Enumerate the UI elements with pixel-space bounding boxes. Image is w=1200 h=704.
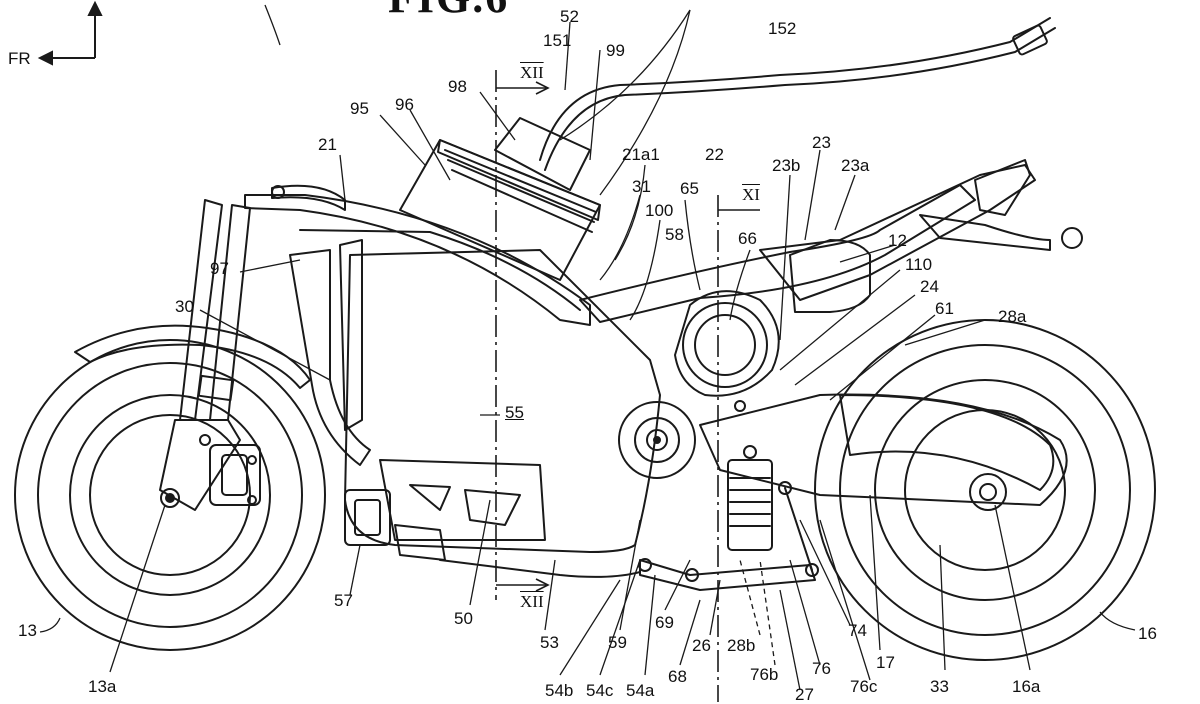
ref-label-28a: 28a — [998, 307, 1027, 326]
lower-cable — [439, 559, 641, 578]
ref-label-76c: 76c — [850, 677, 878, 696]
section-line-xi — [717, 195, 760, 702]
ref-label-151: 151 — [543, 31, 572, 50]
ref-label-55: 55 — [505, 403, 524, 422]
handlebar — [271, 184, 346, 211]
section-label-xii-top: XII — [520, 63, 544, 82]
ref-label-57: 57 — [334, 591, 353, 610]
ref-label-54c: 54c — [586, 681, 614, 700]
ref-label-99: 99 — [606, 41, 625, 60]
ref-label-50: 50 — [454, 609, 473, 628]
ref-label-22: 22 — [705, 145, 724, 164]
ref-label-27: 27 — [795, 685, 814, 704]
ref-label-13a: 13a — [88, 677, 117, 696]
brake-caliper — [209, 444, 261, 506]
ref-label-100: 100 — [645, 201, 674, 220]
belt-cover — [839, 394, 1055, 491]
direction-arrow — [37, 0, 103, 66]
ref-label-76: 76 — [812, 659, 831, 678]
ref-label-65: 65 — [680, 179, 699, 198]
ref-label-21: 21 — [318, 135, 337, 154]
ref-label-66: 66 — [738, 229, 757, 248]
ref-label-98: 98 — [448, 77, 467, 96]
ref-label-17: 17 — [876, 653, 895, 672]
ref-label-95: 95 — [350, 99, 369, 118]
ref-label-74: 74 — [848, 621, 867, 640]
front-fender — [74, 324, 311, 389]
ref-label-96: 96 — [395, 95, 414, 114]
ref-label-52: 52 — [560, 7, 579, 26]
battery-top-module — [399, 117, 601, 281]
ref-label-13: 13 — [18, 621, 37, 640]
ref-label-68: 68 — [668, 667, 687, 686]
ref-label-16a: 16a — [1012, 677, 1041, 696]
ref-label-26: 26 — [692, 636, 711, 655]
section-label-xii-bottom: XII — [520, 592, 544, 611]
front-wheel — [14, 339, 326, 651]
front-direction-label: FR — [8, 49, 31, 68]
section-label-xi-top: XI — [742, 185, 760, 204]
section-line-xii — [495, 70, 550, 600]
suspension-linkage — [638, 481, 819, 591]
ref-label-33: 33 — [930, 677, 949, 696]
ref-label-21a1: 21a1 — [622, 145, 660, 164]
ref-label-54b: 54b — [545, 681, 574, 700]
ref-label-23: 23 — [812, 133, 831, 152]
ref-label-23a: 23a — [841, 156, 870, 175]
charging-cable — [539, 17, 1056, 171]
ref-label-110: 110 — [905, 255, 933, 274]
ref-label-59: 59 — [608, 633, 627, 652]
controller-unit — [379, 459, 546, 541]
leader-lines — [39, 4, 1136, 691]
ref-label-76b: 76b — [750, 665, 779, 684]
ref-label-58: 58 — [665, 225, 684, 244]
ref-label-12: 12 — [888, 231, 907, 250]
ref-label-31: 31 — [632, 177, 651, 196]
battery-case — [344, 249, 661, 553]
ref-label-53: 53 — [540, 633, 559, 652]
main-frame — [244, 184, 976, 466]
ref-label-16: 16 — [1138, 624, 1157, 643]
drive-pulley — [618, 401, 696, 479]
ref-label-24: 24 — [920, 277, 939, 296]
ref-label-30: 30 — [175, 297, 194, 316]
figure-title: FIG.6 — [388, 0, 509, 20]
drive-motor — [674, 290, 780, 412]
ref-label-23b: 23b — [772, 156, 801, 175]
rear-shock — [727, 445, 773, 551]
rear-frame — [759, 159, 1083, 301]
ref-label-69: 69 — [655, 613, 674, 632]
ref-label-61: 61 — [935, 299, 954, 318]
ref-label-54a: 54a — [626, 681, 655, 700]
ref-label-28b: 28b — [727, 636, 756, 655]
ref-label-152: 152 — [768, 19, 797, 38]
ref-label-97: 97 — [210, 259, 229, 278]
